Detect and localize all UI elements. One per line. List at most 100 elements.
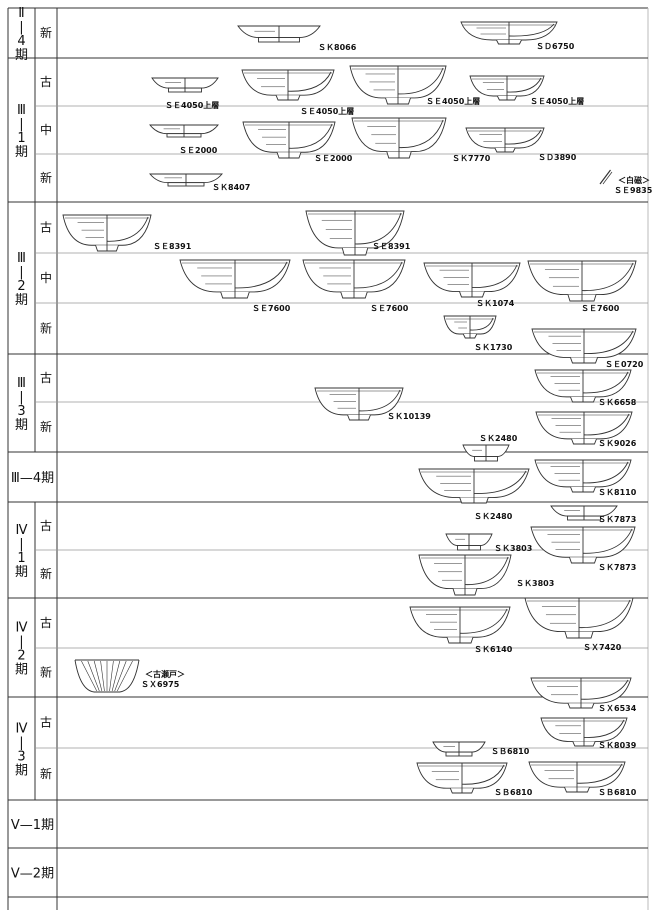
vessel-label: ＳＫ7873	[598, 515, 636, 524]
subphase-label: 古	[40, 615, 52, 630]
vessel-bowl: ＳＫ9026	[535, 411, 637, 448]
subphase-label: 新	[40, 766, 52, 781]
vessel-bowl: ＳＥ2000	[242, 121, 353, 163]
vessel-label: ＳＢ6810	[491, 747, 530, 756]
subphase-label: 古	[40, 74, 52, 89]
vessel-label: ＳＫ7770	[452, 154, 491, 163]
vessel-bowl: ＳＥ0720	[531, 328, 644, 369]
vessel-label: ＜白磁＞ＳＥ9835	[614, 175, 653, 195]
vessel-label: ＳＢ6810	[494, 788, 533, 797]
vessel-bowl: ＳＢ6810	[528, 761, 637, 797]
vessel-dish: ＳＥ4050上層	[151, 77, 219, 110]
vessel-label: ＳＤ6750	[536, 42, 575, 51]
subphase-label: 古	[40, 715, 52, 730]
subphase-label: 新	[40, 170, 52, 185]
vessel-label: ＳＥ2000	[179, 146, 218, 155]
vessel-label: ＳＫ10139	[387, 412, 431, 421]
grid-lines	[7, 7, 649, 910]
vessel-dish: ＳＫ8407	[149, 173, 250, 192]
period-label: Ⅴ—2期	[11, 867, 54, 882]
vessel-bowl: ＳＫ7770	[351, 117, 491, 163]
vessel-fluted: ＜古瀬戸＞ＳＸ6975	[74, 659, 185, 693]
vessel-bowl: ＳＸ7420	[524, 597, 634, 652]
vessel-bowl: ＳＢ6810	[416, 762, 533, 797]
vessel-bowl: ＳＥ8391	[62, 214, 192, 252]
vessel-dish: ＳＥ2000	[149, 124, 219, 155]
vessel-bowl: ＳＥ7600	[527, 260, 637, 313]
subphase-label: 古	[40, 220, 52, 235]
vessel-label: ＳＫ6658	[598, 398, 637, 407]
vessel-label: ＳＫ8039	[598, 741, 637, 750]
period-label: Ⅲ—4期	[11, 471, 54, 486]
vessel-label: ＳＫ8407	[212, 183, 250, 192]
vessel-label: ＳＫ9026	[598, 439, 637, 448]
vessel-label: ＳＫ1074	[476, 299, 515, 308]
vessel-dish: ＳＢ6810	[432, 741, 530, 757]
vessel-label: ＳＥ7600	[581, 304, 620, 313]
vessel-label: ＳＸ7420	[583, 643, 622, 652]
vessel-label: ＳＥ4050上層	[165, 100, 219, 110]
vessel-label: ＳＥ0720	[605, 360, 644, 369]
vessel-bowl: ＳＫ3803	[418, 554, 554, 596]
vessel-bowl: ＳＫ2480	[418, 468, 530, 521]
vessel-bowl: ＳＫ8110	[534, 459, 637, 497]
vessel-dish: ＳＫ7873	[550, 505, 636, 524]
vessel-bowl: ＳＥ8391	[305, 210, 411, 256]
vessel-bowl: ＳＫ6140	[409, 606, 513, 654]
vessel-label: ＳＤ3890	[538, 153, 577, 162]
vessel-label: ＳＥ4050上層	[426, 96, 480, 106]
vessel-bowl: ＳＥ4050上層	[469, 75, 584, 106]
vessel-label: ＜古瀬戸＞ＳＸ6975	[141, 669, 185, 689]
vessel-label: ＳＥ7600	[370, 304, 409, 313]
vessel-label: ＳＥ4050上層	[300, 106, 354, 116]
subphase-label: 新	[40, 566, 52, 581]
vessel-label: ＳＫ3803	[494, 544, 532, 553]
vessel-label: ＳＸ6534	[598, 704, 637, 713]
period-label: Ⅴ—1期	[11, 818, 54, 833]
vessel-label: ＳＥ2000	[314, 154, 353, 163]
vessel-bowl: ＳＥ7600	[179, 259, 291, 313]
vessel-bowl: ＳＥ7600	[302, 259, 409, 313]
vessel-label: ＳＫ8066	[318, 43, 357, 52]
vessel-label: ＳＥ8391	[372, 242, 411, 251]
subphase-label: 古	[40, 518, 52, 533]
vessel-dish: ＳＫ3803	[445, 533, 532, 553]
vessel-bowl: ＳＫ8039	[540, 717, 637, 750]
vessel-label: ＳＫ2480	[474, 512, 513, 521]
subphase-label: 新	[40, 321, 52, 336]
vessel-dish: ＳＫ8066	[237, 25, 357, 52]
subphase-label: 中	[40, 270, 52, 285]
vessel-bowl: ＳＫ1730	[443, 315, 513, 352]
vessel-bowl: ＳＫ6658	[534, 369, 637, 407]
vessel-label: ＳＫ7873	[598, 563, 636, 572]
vessel-label: ＳＫ1730	[474, 343, 513, 352]
vessel-label: ＳＥ4050上層	[530, 96, 584, 106]
vessel-bowl: ＳＤ6750	[460, 21, 575, 51]
vessel-label: ＳＫ2480	[479, 434, 518, 443]
vessel-bowl: ＳＫ7873	[530, 526, 636, 572]
subphase-label: 中	[40, 122, 52, 137]
vessel-bowl: ＳＥ4050上層	[349, 65, 480, 106]
vessel-label: ＳＢ6810	[598, 788, 637, 797]
vessel-bowl: ＳＸ6534	[530, 677, 637, 713]
vessel-label: ＳＥ7600	[252, 304, 291, 313]
vessel-bowl: ＳＥ4050上層	[241, 69, 354, 116]
vessel-bowl: ＳＫ10139	[314, 387, 431, 421]
subphase-label: 新	[40, 665, 52, 680]
subphase-label: 新	[40, 419, 52, 434]
vessel-label: ＳＫ8110	[598, 488, 637, 497]
vessel-shard: ＜白磁＞ＳＥ9835	[599, 169, 653, 195]
vessel-bowl: ＳＫ1074	[423, 262, 521, 308]
vessel-bowl: ＳＤ3890	[465, 127, 577, 162]
subphase-label: 古	[40, 370, 52, 385]
